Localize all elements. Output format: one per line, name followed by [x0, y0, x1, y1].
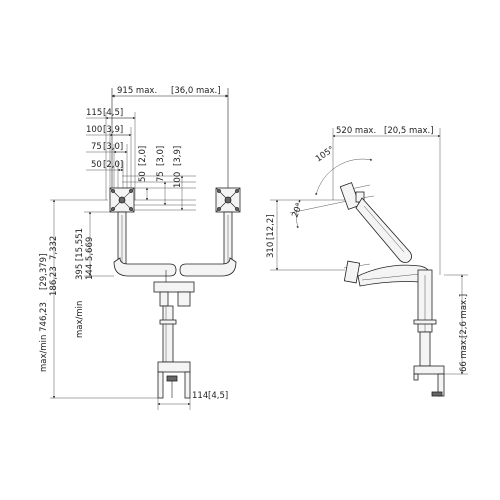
- vesa-100: 100: [86, 125, 102, 135]
- vesa-115-in: [4,5]: [103, 108, 123, 118]
- side-view: 520 max. [20,5 max.] 105° 20° 310 [12,2]: [266, 126, 469, 397]
- front-clamp: [157, 361, 191, 399]
- vesa-75: 75: [91, 142, 102, 152]
- left-arm: [113, 211, 177, 277]
- side-height-in: [12,2]: [266, 214, 276, 240]
- vesa-50: 50: [91, 160, 102, 170]
- v-100-in: [3,9]: [173, 146, 183, 166]
- arm-mm: 395 [15,551: [75, 228, 85, 280]
- left-vesa-plate: [109, 187, 135, 213]
- width-label: 915 max.: [117, 86, 157, 96]
- reach-label: 520 max.: [336, 126, 376, 136]
- center-hub: [153, 270, 195, 307]
- right-arm: [179, 211, 237, 277]
- pole: [159, 305, 177, 363]
- vesa-100-in: [3,9]: [103, 125, 123, 135]
- v-100: 100: [173, 172, 183, 188]
- side-tilt-head: [339, 182, 365, 284]
- tilt-arc: [315, 158, 373, 196]
- front-view: 915 max. [36,0 max.] 115 [4,5] 100 [3,9]…: [39, 86, 241, 410]
- clamp-width-in: [4,5]: [208, 391, 228, 401]
- clamp-width: 114: [192, 391, 208, 401]
- height-min: 186,23: [49, 266, 59, 296]
- vesa-115: 115: [86, 108, 102, 118]
- vesa-75-in: [3,0]: [103, 142, 123, 152]
- reach-label-in: [20,5 max.]: [384, 126, 434, 136]
- arm-min: 144 5,669: [85, 237, 95, 280]
- arm-label: max/min: [75, 301, 85, 338]
- v-50: 50: [138, 171, 148, 182]
- v-75: 75: [156, 171, 166, 182]
- vesa-50-in: [2,0]: [103, 160, 123, 170]
- height-label: max/min 746,23: [39, 302, 49, 372]
- side-pole: [413, 269, 437, 367]
- v-75-in: [3,0]: [156, 146, 166, 166]
- width-label-in: [36,0 max.]: [171, 86, 221, 96]
- side-height: 310: [266, 242, 276, 258]
- clamp-label-in: [2,6 max.]: [459, 294, 469, 338]
- right-vesa-plate: [215, 187, 241, 213]
- height-label-in: [29,379]: [39, 254, 49, 290]
- angle-label: 20°: [290, 201, 305, 219]
- side-upper-arm: [355, 197, 412, 263]
- v-50-in: [2,0]: [138, 146, 148, 166]
- side-clamp: [413, 365, 445, 397]
- clamp-label: 66 max.: [459, 337, 469, 372]
- height-min-in: 7,332: [49, 236, 59, 260]
